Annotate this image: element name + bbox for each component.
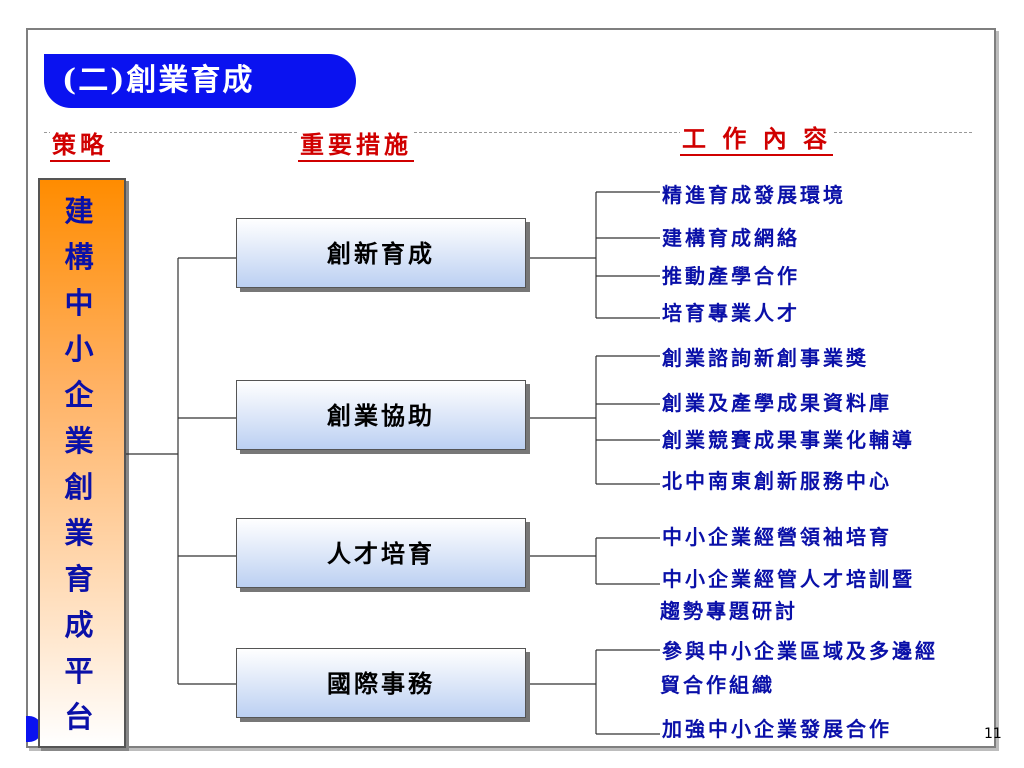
- strategy-char: 平: [64, 654, 100, 688]
- header-measures: 重要措施: [298, 130, 414, 162]
- slide-title: (二)創業育成: [44, 54, 356, 108]
- strategy-char: 企: [64, 378, 100, 412]
- measure-box-talent: 人才培育: [236, 518, 526, 588]
- work-item: 加強中小企業發展合作: [662, 717, 892, 741]
- strategy-char: 構: [64, 240, 100, 274]
- strategy-char: 台: [64, 700, 100, 734]
- strategy-text: 建 構 中 小 企 業 創 業 育 成 平 台: [40, 188, 124, 748]
- header-work: 工 作 內 容: [680, 124, 834, 156]
- slide-frame: [26, 28, 996, 748]
- work-item: 建構育成網絡: [662, 226, 800, 250]
- header-divider: [44, 132, 972, 133]
- work-item: 培育專業人才: [662, 301, 800, 325]
- work-item: 貿合作組織: [660, 673, 775, 697]
- strategy-char: 創: [64, 470, 100, 504]
- work-item: 創業及產學成果資料庫: [662, 391, 892, 415]
- work-item: 趨勢專題研討: [660, 599, 798, 623]
- work-item: 參與中小企業區域及多邊經: [662, 639, 938, 663]
- strategy-char: 小: [64, 332, 100, 366]
- work-item: 創業諮詢新創事業獎: [662, 346, 869, 370]
- measure-box-incubation: 創新育成: [236, 218, 526, 288]
- strategy-char: 育: [64, 562, 100, 596]
- work-item: 中小企業經營領袖培育: [662, 525, 892, 549]
- measure-box-assistance: 創業協助: [236, 380, 526, 450]
- work-item: 創業競賽成果事業化輔導: [662, 428, 915, 452]
- strategy-char: 業: [64, 516, 100, 550]
- measure-box-international: 國際事務: [236, 648, 526, 718]
- work-item: 北中南東創新服務中心: [662, 469, 892, 493]
- strategy-char: 業: [64, 424, 100, 458]
- strategy-char: 建: [64, 194, 100, 228]
- work-item: 推動產學合作: [662, 264, 800, 288]
- strategy-char: 成: [64, 608, 100, 642]
- work-item: 中小企業經管人才培訓暨: [662, 567, 915, 591]
- strategy-char: 中: [64, 286, 100, 320]
- work-item: 精進育成發展環境: [662, 183, 846, 207]
- strategy-box: 建 構 中 小 企 業 創 業 育 成 平 台: [38, 178, 126, 748]
- page-number: 11: [984, 726, 1002, 742]
- header-strategy: 策略: [50, 130, 110, 162]
